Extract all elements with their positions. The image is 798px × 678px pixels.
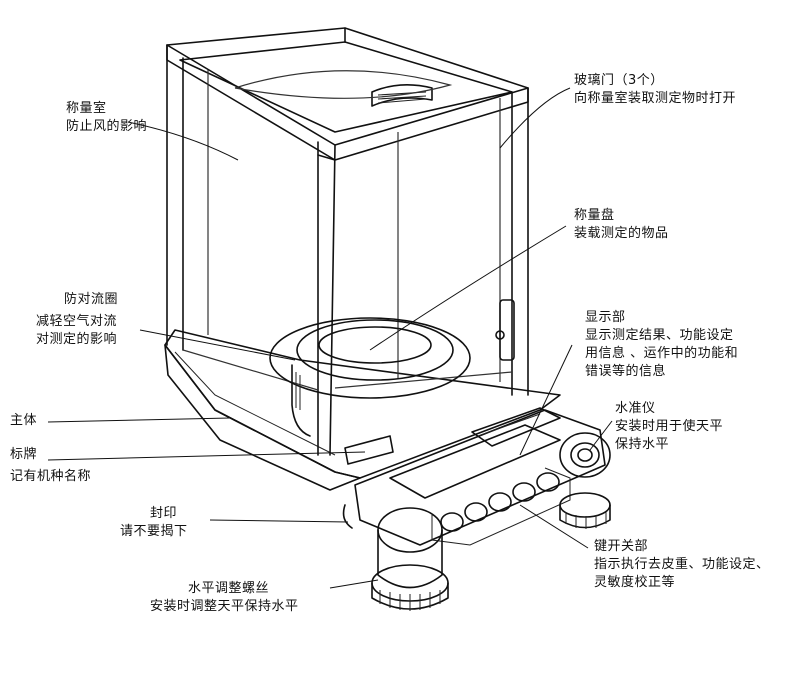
callout-glass-doors: 玻璃门（3个） 向称量室装取测定物时打开 bbox=[574, 72, 736, 108]
level-bubble bbox=[559, 432, 611, 478]
callout-draft-ring-desc-2: 对测定的影响 bbox=[36, 332, 118, 347]
leader-lines bbox=[47, 87, 613, 589]
callout-glass-doors-desc: 向称量室装取测定物时打开 bbox=[574, 91, 737, 106]
callout-body-title: 主体 bbox=[10, 413, 38, 428]
callout-pan-desc: 装载测定的物品 bbox=[574, 226, 669, 241]
callout-nameplate: 标牌 记有机种名称 bbox=[10, 446, 91, 486]
nameplate-plate bbox=[344, 435, 394, 465]
callout-display-title: 显示部 bbox=[585, 310, 626, 325]
callout-display-desc-3: 错误等的信息 bbox=[585, 364, 667, 379]
callout-nameplate-title: 标牌 bbox=[10, 447, 38, 462]
leveling-foot-front bbox=[371, 507, 449, 611]
callout-keys-title: 键开关部 bbox=[594, 539, 649, 554]
callout-glass-doors-title: 玻璃门（3个） bbox=[574, 73, 664, 88]
callout-pan: 称量盘 装载测定的物品 bbox=[574, 207, 669, 243]
callout-chamber-desc: 防止风的影响 bbox=[66, 119, 148, 134]
callout-display-desc-2: 用信息 、运作中的功能和 bbox=[585, 346, 739, 361]
callout-draft-ring: 防对流圈 减轻空气对流 对测定的影响 bbox=[36, 291, 118, 349]
door-handle bbox=[371, 84, 433, 107]
callout-leveling-screw-desc: 安装时调整天平保持水平 bbox=[150, 599, 299, 614]
callout-keys-desc-2: 灵敏度校正等 bbox=[594, 575, 676, 590]
callout-level-title: 水准仪 bbox=[615, 401, 656, 416]
callout-keys: 键开关部 指示执行去皮重、功能设定、 灵敏度校正等 bbox=[594, 538, 770, 592]
callout-leveling-screw: 水平调整螺丝 安装时调整天平保持水平 bbox=[150, 580, 299, 616]
leveling-foot-right bbox=[559, 492, 611, 529]
callout-display: 显示部 显示测定结果、功能设定 用信息 、运作中的功能和 错误等的信息 bbox=[585, 309, 738, 381]
callout-chamber-title: 称量室 bbox=[66, 101, 107, 116]
callout-chamber: 称量室 防止风的影响 bbox=[66, 100, 147, 136]
callout-keys-desc-1: 指示执行去皮重、功能设定、 bbox=[594, 557, 770, 572]
chamber-frame bbox=[166, 27, 529, 146]
callout-level-desc-2: 保持水平 bbox=[615, 437, 670, 452]
callout-seal-desc: 请不要揭下 bbox=[120, 524, 188, 539]
base-front-face bbox=[164, 344, 361, 491]
callout-level-desc-1: 安装时用于使天平 bbox=[615, 419, 724, 434]
callout-draft-ring-title: 防对流圈 bbox=[64, 292, 119, 307]
callout-body: 主体 bbox=[10, 412, 37, 430]
callout-seal-title: 封印 bbox=[150, 506, 178, 521]
callout-pan-title: 称量盘 bbox=[574, 208, 615, 223]
callout-level: 水准仪 安装时用于使天平 保持水平 bbox=[615, 400, 723, 454]
draft-ring bbox=[269, 317, 471, 399]
callout-draft-ring-desc-1: 减轻空气对流 bbox=[36, 314, 118, 329]
key-switches bbox=[431, 467, 571, 546]
callout-leveling-screw-title: 水平调整螺丝 bbox=[188, 581, 270, 596]
callout-seal: 封印 请不要揭下 bbox=[120, 505, 188, 541]
callout-display-desc-1: 显示测定结果、功能设定 bbox=[585, 328, 734, 343]
callout-nameplate-desc: 记有机种名称 bbox=[10, 469, 92, 484]
weighing-pan bbox=[318, 326, 432, 364]
